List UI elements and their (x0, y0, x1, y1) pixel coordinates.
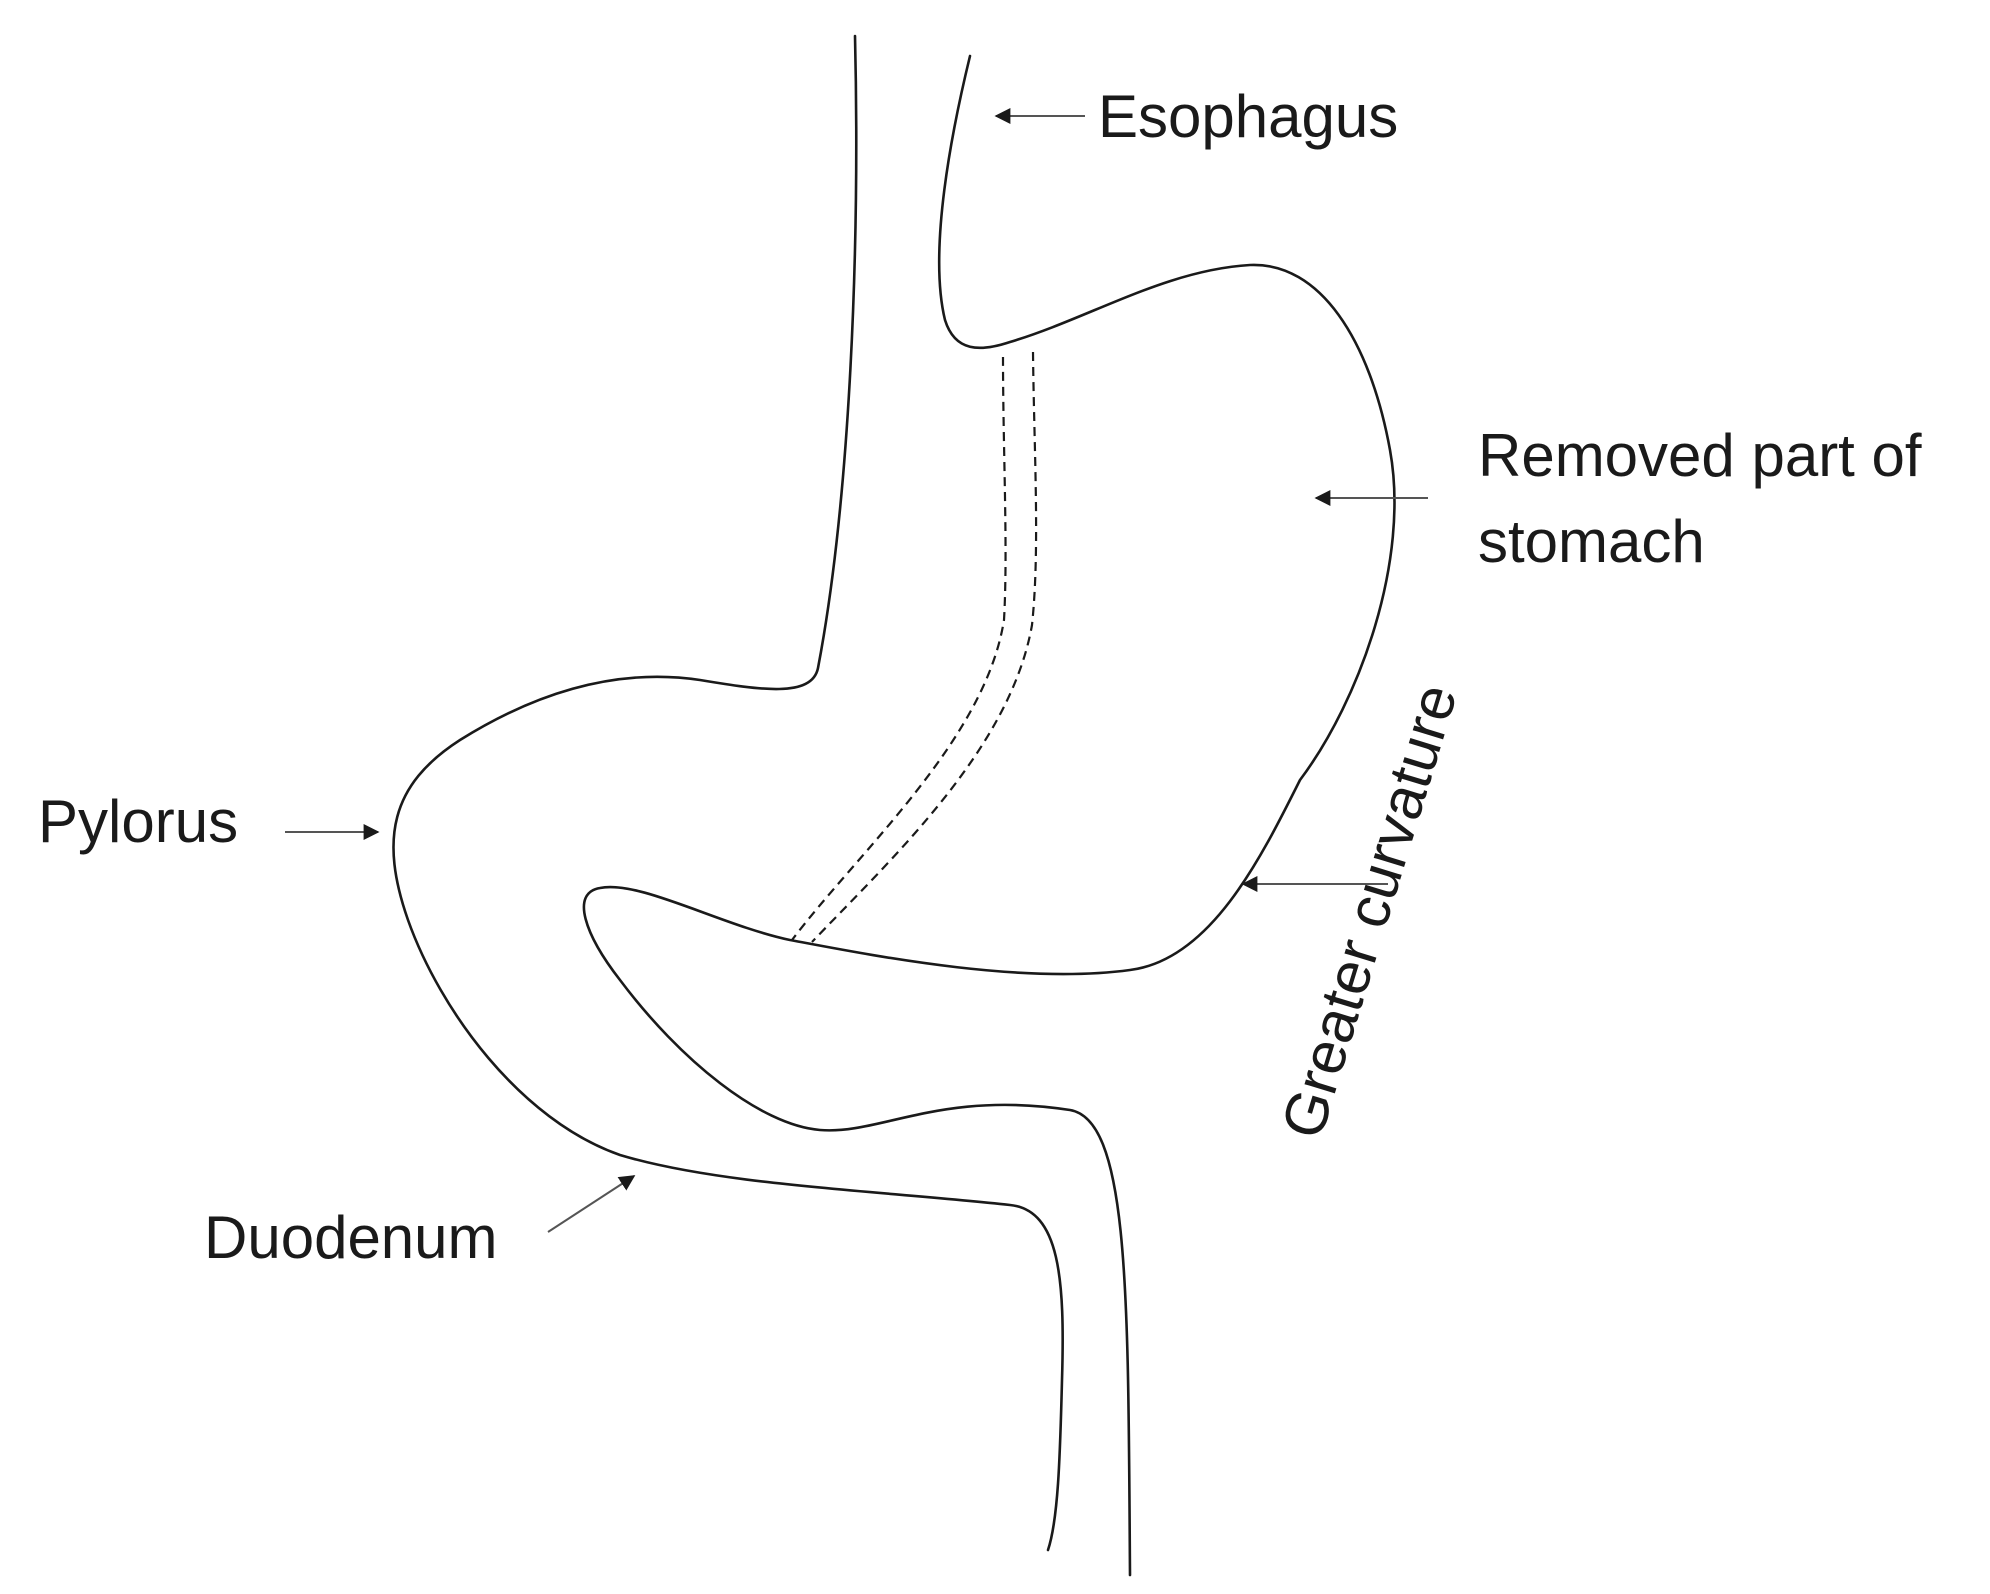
duodenum-arrow (547, 1175, 636, 1233)
esophagus-label: Esophagus (1098, 83, 1398, 150)
inner-wall-outline (582, 54, 1396, 1577)
outer-wall-outline (392, 34, 1064, 1552)
resection-line-left (791, 356, 1007, 941)
removed-part-label-line2: stomach (1478, 508, 1705, 575)
duodenum-label: Duodenum (204, 1204, 498, 1271)
removed-part-label-line1: Removed part of (1478, 422, 1922, 489)
resection-line-right (811, 351, 1038, 943)
pylorus-label: Pylorus (38, 788, 238, 855)
greater-curvature-label: Greater curvature (1268, 677, 1470, 1146)
